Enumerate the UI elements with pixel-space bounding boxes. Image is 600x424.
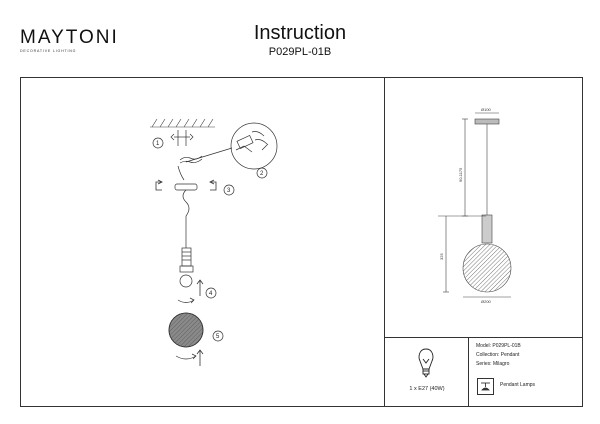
dim-height-range: 90-1175 <box>458 167 463 182</box>
product-info: Model: P029PL-01B Collection: Pendant Se… <box>476 342 521 369</box>
dim-shade-height: 325 <box>439 253 444 260</box>
type-label: Pendant Lamps <box>500 382 536 388</box>
vertical-divider <box>384 77 385 407</box>
rotate-arrow-icon <box>155 179 217 191</box>
up-arrow-icon <box>196 279 204 296</box>
series-line: Series: Milagro <box>476 361 510 367</box>
step-marker <box>152 137 268 342</box>
step-number: 2 <box>260 171 264 177</box>
rotate-arrow-icon <box>175 353 197 360</box>
brand-tagline: DECORATIVE LIGHTING <box>20 49 77 53</box>
rotate-arrow-icon <box>177 297 195 304</box>
canopy <box>174 183 198 217</box>
brand-logo: MAYTONI DECORATIVE LIGHTING <box>20 27 130 54</box>
brand-name: MAYTONI <box>20 27 119 48</box>
step-number: 3 <box>227 188 231 194</box>
model-line: Model: P029PL-01B <box>476 343 521 349</box>
mount-bracket <box>170 130 194 146</box>
bulb-spec: 1 x E27 (40W) <box>409 386 445 392</box>
dim-shade-diameter: Ø200 <box>481 299 492 304</box>
ceiling-hatch <box>150 118 215 128</box>
step-number: 4 <box>209 291 213 297</box>
instruction-frame <box>20 77 583 407</box>
lamp-holder <box>179 247 194 273</box>
page-title: Instruction <box>253 22 347 44</box>
bulb <box>179 274 193 288</box>
horizontal-divider <box>384 337 583 338</box>
wiring-detail-callout <box>185 122 278 170</box>
up-arrow-icon <box>196 349 204 366</box>
collection-line: Collection: Pendant <box>476 352 520 358</box>
shade <box>168 312 204 348</box>
step-number: 5 <box>216 334 220 340</box>
step-number: 1 <box>156 141 160 147</box>
pendant-type-icon <box>477 378 494 395</box>
dim-canopy-diameter: Ø100 <box>481 107 492 112</box>
model-number: P029PL-01B <box>268 46 332 58</box>
bulb-icon <box>418 348 434 378</box>
spec-divider <box>468 337 469 407</box>
